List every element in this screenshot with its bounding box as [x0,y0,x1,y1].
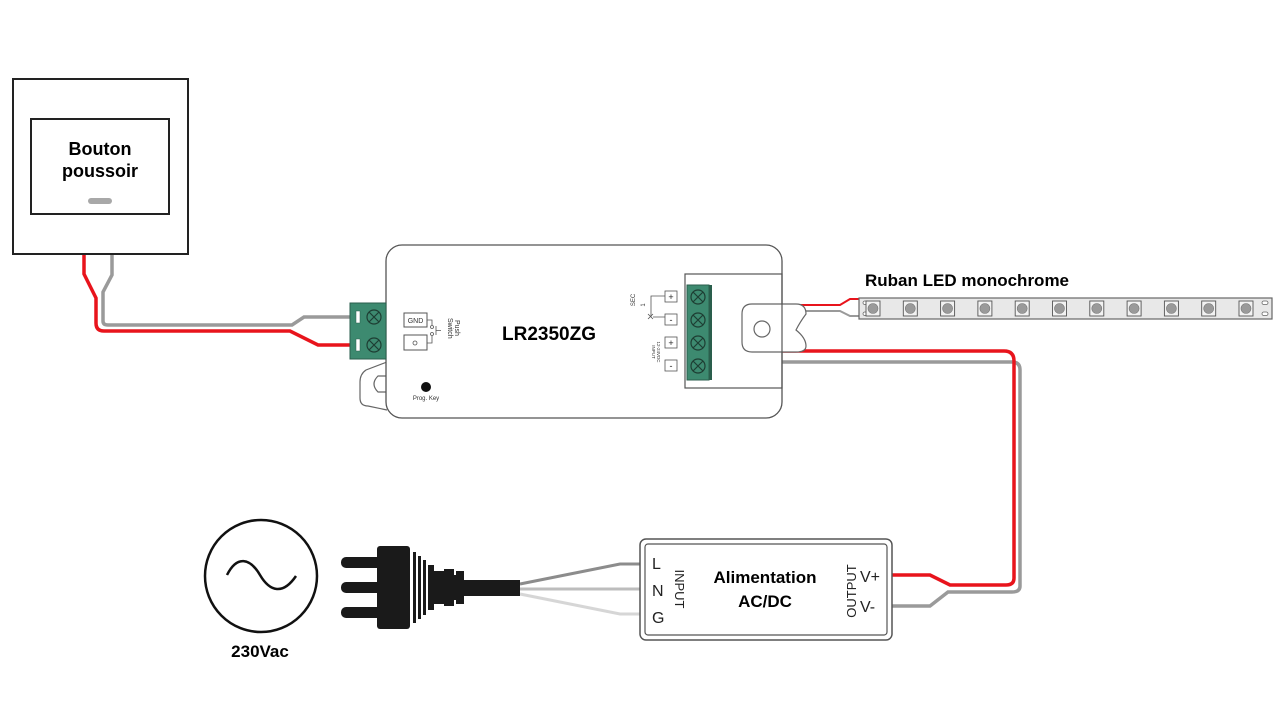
controller-lr2350zg: GND Push Switch Prog. Key LR2350ZG [349,244,807,419]
wire-button-positive [82,254,352,347]
psu-pin-vminus: V- [860,599,875,616]
sec-plus-label: + [668,292,673,302]
mains-voltage-label: 230Vac [231,642,289,661]
wires [82,254,1022,616]
mounting-ear-left [359,361,388,411]
psu-pin-vplus: V+ [860,569,880,586]
mains-plug-icon [341,546,520,629]
screw-icon [690,358,706,374]
push-button-label-line2: poussoir [62,161,138,181]
terminal-block-right [686,284,712,381]
led-chip [1238,300,1254,317]
led-chip [1163,300,1179,317]
led-chip [1201,300,1217,317]
led-chip [940,300,956,317]
wire-input-positive [712,340,1016,587]
led-chip [1014,300,1030,317]
wire-mains-g [519,592,642,616]
power-supply-inner [644,543,888,636]
screw-icon [690,335,706,351]
mounting-hole-right [753,320,771,338]
wire-button-negative [101,254,352,327]
push-switch-label-line1: Push [453,320,460,336]
psu-input-label: INPUT [672,570,687,609]
wire-mains-l [519,562,642,586]
led-chips [865,300,1254,317]
psu-label-line2: AC/DC [738,592,792,611]
led-chip [977,300,993,317]
psu-pin-n: N [652,583,664,600]
led-chip [1126,300,1142,317]
push-button-device: Bouton poussoir [12,78,189,255]
screw-icon [366,309,382,325]
psu-pin-l: L [652,556,661,573]
push-switch-label-line2: Switch [446,318,453,339]
input-plus-label: + [668,338,673,348]
push-button-rocker[interactable] [30,118,170,215]
sec-number-label: 1 [641,303,647,307]
input-label-line2: 12-24VDC [656,341,661,363]
led-chip [865,300,881,317]
led-strip [858,297,1273,320]
psu-label-line1: Alimentation [714,568,817,587]
mains-source: 230Vac [203,518,319,661]
input-minus-label: - [670,361,673,371]
sec-label: SEC [631,293,637,306]
sine-wave [225,559,298,591]
screw-icon [690,289,706,305]
mounting-ear-left-slot [373,375,387,393]
gnd-label: GND [408,318,424,325]
push-switch-schematic: GND Push Switch [403,312,460,351]
led-chip [1089,300,1105,317]
input-label-line1: INPUT [651,345,656,359]
psu-output-label: OUTPUT [844,564,859,618]
push-button-label-line1: Bouton [69,139,132,159]
terminal-housing-right [684,273,783,389]
prog-key-label: Prog. Key [413,396,439,402]
terminal-polarity-labels: + - + - SEC 1 INPUT 12-24VDC [631,290,678,372]
led-chip [902,300,918,317]
prog-key-button[interactable] [421,382,431,392]
mounting-ear-right [741,303,807,353]
power-supply: L N G INPUT Alimentation AC/DC OUTPUT V+… [639,538,893,641]
led-chip [1052,300,1067,317]
psu-pin-g: G [652,610,664,627]
screw-icon [366,337,382,353]
terminal-block-left [349,302,387,360]
screw-icon [690,312,706,328]
controller-model-label: LR2350ZG [502,324,596,345]
push-button-indicator [88,198,112,204]
led-strip-label: Ruban LED monochrome [865,271,1069,290]
sec-minus-label: - [670,315,673,325]
